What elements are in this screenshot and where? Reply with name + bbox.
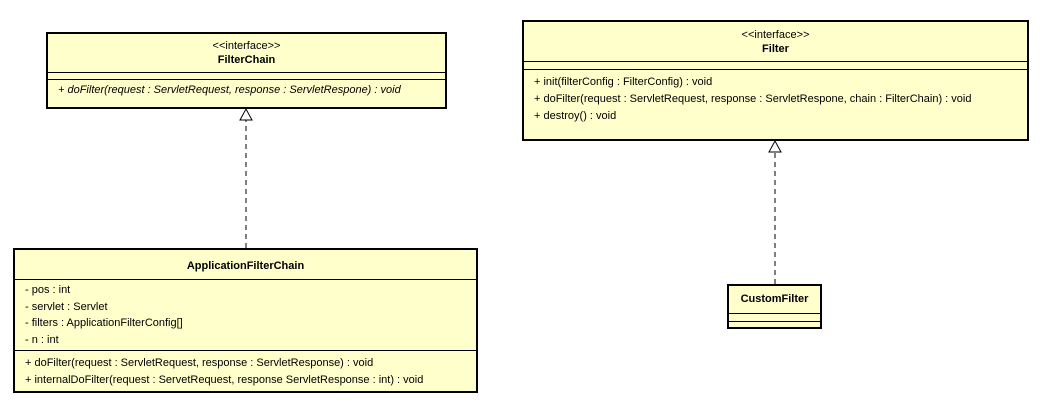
class-name: ApplicationFilterChain [186, 260, 305, 272]
operation: + doFilter(request : ServletRequest, res… [25, 357, 374, 369]
attributes-section: - pos : int - servlet : Servlet - filter… [15, 280, 476, 350]
hollow-triangle-arrowhead [768, 139, 782, 153]
class-header: ApplicationFilterChain [15, 250, 476, 280]
attribute: - filters : ApplicationFilterConfig[] [25, 317, 183, 329]
class-name: FilterChain [217, 54, 276, 66]
filter-interface[interactable]: <<interface>> Filter + init(filterConfig… [522, 20, 1029, 141]
stereotype-label: <<interface>> [741, 29, 810, 41]
applicationfilterchain-class[interactable]: ApplicationFilterChain - pos : int - ser… [13, 248, 478, 393]
class-header: CustomFilter [729, 286, 820, 314]
filterchain-interface[interactable]: <<interface>> FilterChain + doFilter(req… [46, 32, 447, 109]
attribute: - servlet : Servlet [25, 300, 108, 313]
operation: + internalDoFilter(request : ServetReque… [25, 374, 424, 386]
class-name: CustomFilter [740, 293, 809, 305]
operation: + destroy() : void [534, 110, 617, 122]
attribute: - pos : int [25, 284, 71, 296]
attributes-section [524, 62, 1027, 69]
hollow-triangle-arrowhead [239, 107, 253, 121]
operations-section: + doFilter(request : ServletRequest, res… [48, 79, 445, 101]
operations-section [729, 321, 820, 327]
operation: + doFilter(request : ServletRequest, res… [58, 84, 401, 96]
stereotype-label: <<interface>> [212, 40, 281, 52]
class-header: <<interface>> FilterChain [48, 34, 445, 73]
operation: + doFilter(request : ServletRequest, res… [534, 93, 972, 105]
attributes-section [729, 314, 820, 321]
class-header: <<interface>> Filter [524, 22, 1027, 62]
operation: + init(filterConfig : FilterConfig) : vo… [534, 76, 713, 88]
operations-section: + doFilter(request : ServletRequest, res… [15, 350, 476, 391]
operations-section: + init(filterConfig : FilterConfig) : vo… [524, 69, 1027, 127]
attribute: - n : int [25, 333, 59, 346]
customfilter-class[interactable]: CustomFilter [727, 284, 822, 329]
realization-customfilter-to-filter [768, 139, 782, 284]
realization-applicationfilterchain-to-filterchain [239, 107, 253, 248]
class-name: Filter [762, 43, 789, 55]
